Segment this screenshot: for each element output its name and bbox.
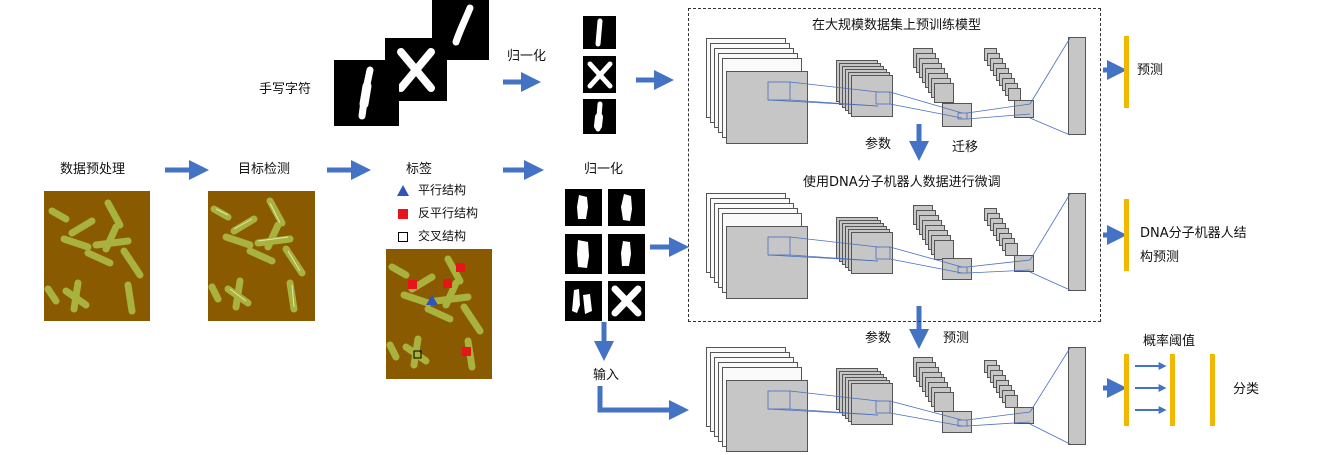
finetune-title: 使用DNA分子机器人数据进行微调 xyxy=(803,175,1001,190)
handwriting-label: 手写字符 xyxy=(259,82,312,97)
predict-mid-label: 预测 xyxy=(943,331,970,346)
segmented-tile-3 xyxy=(565,234,602,274)
normalized-char-1 xyxy=(583,16,616,49)
segmented-tile-5 xyxy=(565,281,602,321)
antiparallel-square-icon xyxy=(398,209,408,219)
normalize-top-label: 归一化 xyxy=(507,49,547,64)
preprocess-image xyxy=(44,191,150,321)
detect-image xyxy=(208,191,315,321)
pretrain-finetune-frame xyxy=(688,8,1101,322)
normalized-char-3 xyxy=(583,99,616,134)
detect-label: 目标检测 xyxy=(238,162,291,177)
tag-label: 标签 xyxy=(406,162,433,177)
threshold-bar-left xyxy=(1124,354,1129,426)
segmented-tile-1 xyxy=(565,189,602,226)
params-label-1: 参数 xyxy=(865,137,892,152)
predict-top-label: 预测 xyxy=(1137,63,1164,78)
prob-threshold-label: 概率阈值 xyxy=(1143,334,1196,349)
parallel-triangle-icon xyxy=(397,185,409,196)
structure-predict-line1: DNA分子机器人结 xyxy=(1140,226,1247,241)
classify-bar xyxy=(1210,354,1215,426)
structure-output-bar xyxy=(1124,199,1129,271)
tag-image xyxy=(386,249,492,379)
classify-label: 分类 xyxy=(1233,382,1260,397)
structure-predict-line2: 构预测 xyxy=(1140,250,1180,265)
threshold-bar-mid xyxy=(1170,354,1175,426)
arrow-input-to-classifier xyxy=(597,386,689,420)
handwriting-sample-1 xyxy=(334,60,399,126)
segmented-tile-2 xyxy=(608,189,645,226)
preprocess-label: 数据预处理 xyxy=(60,162,126,177)
legend-cross-label: 交叉结构 xyxy=(418,229,467,243)
input-label: 输入 xyxy=(593,368,620,383)
segmented-tile-6 xyxy=(608,281,645,321)
legend-antiparallel-label: 反平行结构 xyxy=(418,206,479,220)
transfer-label: 迁移 xyxy=(952,140,979,155)
pretrain-title: 在大规模数据集上预训练模型 xyxy=(812,18,982,33)
params-label-2: 参数 xyxy=(865,331,892,346)
legend-parallel-label: 平行结构 xyxy=(418,183,467,197)
cross-square-icon xyxy=(398,232,408,242)
predict-output-bar xyxy=(1124,36,1129,108)
normalized-char-2 xyxy=(583,56,616,93)
normalize-mid-label: 归一化 xyxy=(584,162,624,177)
segmented-tile-4 xyxy=(608,234,645,274)
